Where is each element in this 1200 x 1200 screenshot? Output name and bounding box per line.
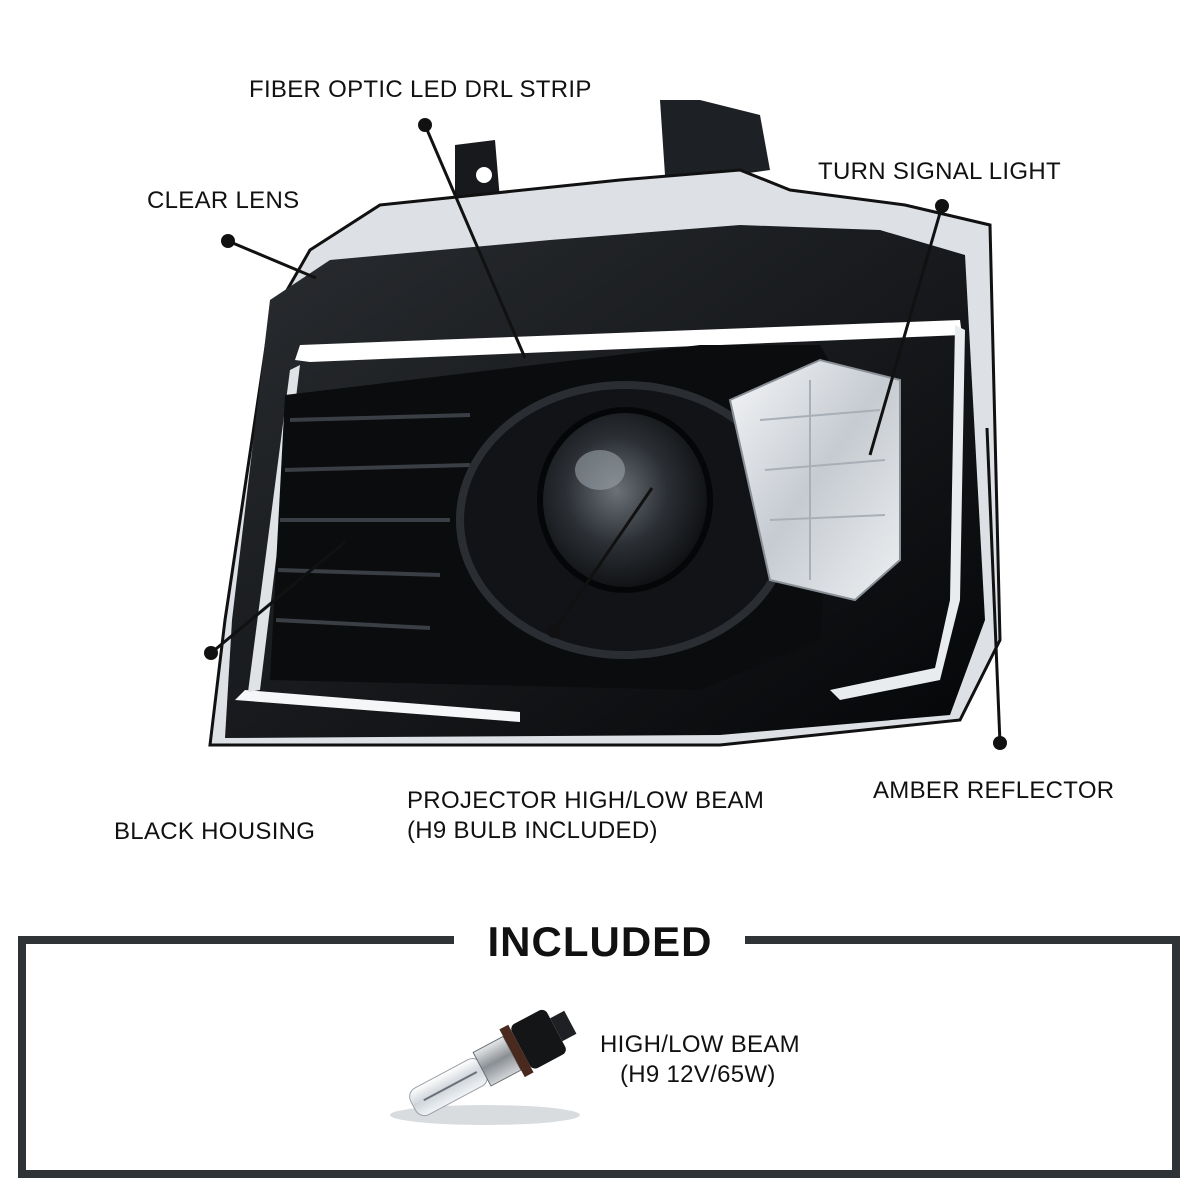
label-turn-signal: TURN SIGNAL LIGHT xyxy=(818,158,1061,185)
included-frame-top-right xyxy=(745,936,1180,944)
included-title: INCLUDED xyxy=(487,918,713,965)
included-frame xyxy=(18,938,1180,1178)
label-clear-lens: CLEAR LENS xyxy=(147,187,300,214)
callout-dot-turn-signal xyxy=(935,199,949,213)
label-amber-reflector: AMBER REFLECTOR xyxy=(873,777,1115,804)
label-fiber-optic: FIBER OPTIC LED DRL STRIP xyxy=(249,76,592,103)
included-frame-top-left xyxy=(18,936,454,944)
bulb-label-line1: HIGH/LOW BEAM xyxy=(600,1031,800,1058)
callout-dot-fiber-optic xyxy=(418,118,432,132)
label-black-housing: BLACK HOUSING xyxy=(114,818,316,845)
projector-lens xyxy=(537,407,713,593)
bulb-label-line2: (H9 12V/65W) xyxy=(620,1061,776,1088)
callout-dot-black-housing xyxy=(204,646,218,660)
drl-strip xyxy=(295,320,962,362)
callout-dot-projector xyxy=(547,624,561,638)
label-projector-line1: PROJECTOR HIGH/LOW BEAM xyxy=(407,787,765,814)
label-projector-line2: (H9 BULB INCLUDED) xyxy=(407,817,658,844)
callout-dot-clear-lens xyxy=(221,234,235,248)
turn-signal xyxy=(728,358,901,602)
h9-bulb-image xyxy=(390,1009,580,1125)
callout-dot-amber-reflector xyxy=(993,736,1007,750)
headlight-illustration xyxy=(208,100,1002,747)
